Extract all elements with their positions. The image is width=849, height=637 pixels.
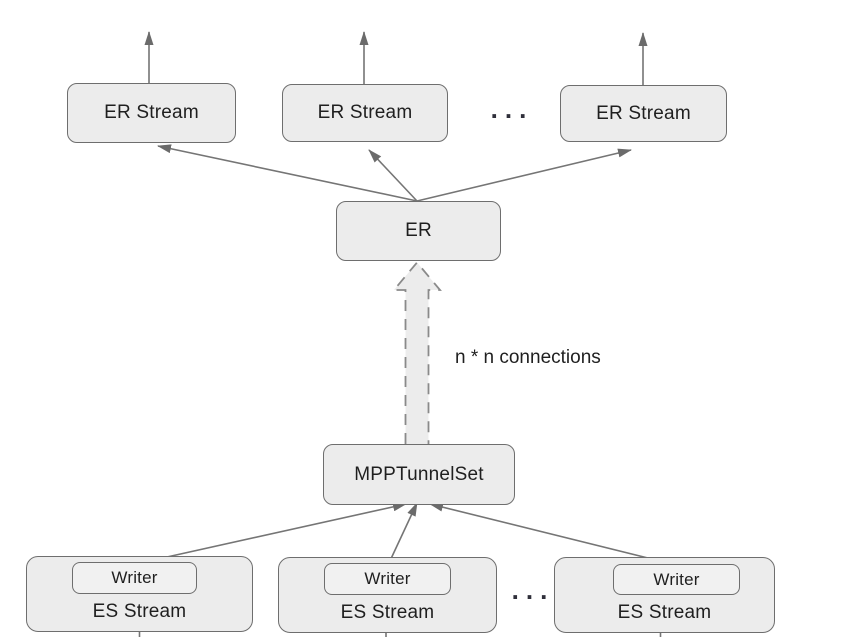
arrow-es3-to-mpp <box>429 502 677 566</box>
arrow-er-to-stream-3 <box>416 148 632 202</box>
writer-box-2: Writer <box>324 563 451 595</box>
mpp-tunnel-set-label: MPPTunnelSet <box>354 463 484 485</box>
es-stream-node-3-label: ES Stream <box>617 602 712 623</box>
connections-count-label: n * n connections <box>455 347 601 368</box>
er-stream-output-arrows <box>144 31 648 85</box>
es-stream-node-1-label: ES Stream <box>92 601 187 622</box>
er-node-label: ER <box>405 220 432 241</box>
ellipsis-top: ... <box>490 94 534 124</box>
er-node: ER <box>336 201 501 261</box>
es-to-mpp-connectors <box>139 502 677 566</box>
es-stream-node-1: Writer ES Stream <box>26 556 253 632</box>
writer-box-1: Writer <box>72 562 197 594</box>
ellipsis-bottom: ... <box>511 575 555 605</box>
er-stream-node-1: ER Stream <box>67 83 236 143</box>
es-stream-node-2-label: ES Stream <box>340 602 435 623</box>
er-stream-node-3: ER Stream <box>560 85 727 142</box>
arrow-es1-to-mpp <box>139 502 407 564</box>
writer-box-3: Writer <box>613 564 740 595</box>
arrow-er-to-stream-1 <box>157 144 418 202</box>
es-stream-node-3: Writer ES Stream <box>554 557 775 633</box>
er-stream-node-3-label: ER Stream <box>596 102 691 124</box>
er-stream-node-2: ER Stream <box>282 84 448 142</box>
er-stream-node-2-label: ER Stream <box>317 102 413 123</box>
dashed-block-up-arrow-icon <box>392 261 442 444</box>
er-to-er-stream-connectors <box>157 144 632 202</box>
mpp-tunnel-set-node: MPPTunnelSet <box>323 444 515 505</box>
writer-box-3-label: Writer <box>653 569 700 589</box>
arrow-es2-to-mpp <box>388 502 418 564</box>
arrow-er-to-stream-2 <box>368 149 418 202</box>
es-stream-node-2: Writer ES Stream <box>278 557 497 633</box>
er-stream-node-1-label: ER Stream <box>104 102 199 123</box>
bottom-cropped-line-stubs <box>138 632 662 637</box>
writer-box-2-label: Writer <box>364 569 411 588</box>
writer-box-1-label: Writer <box>111 568 158 587</box>
